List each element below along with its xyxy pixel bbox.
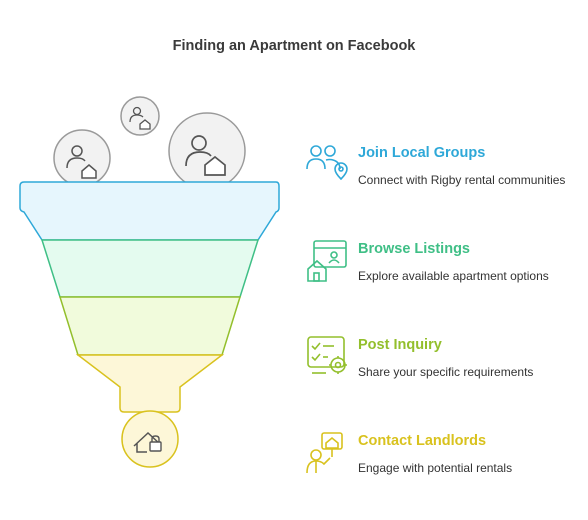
funnel-layer-3 [58,296,242,356]
person-house-icon [168,112,246,190]
step-description: Explore available apartment options [358,269,549,283]
funnel-diagram [19,96,280,468]
step-description: Connect with Rigby rental communities [358,173,566,187]
step-heading: Contact Landlords [358,433,487,449]
step-heading: Post Inquiry [358,337,442,353]
step-heading: Join Local Groups [358,145,486,161]
person-house-icon [120,96,160,136]
person-house-sign-icon [306,432,343,474]
person-house-icon [53,129,111,187]
step-description: Share your specific requirements [358,365,534,379]
step-post-inquiry: Post Inquiry Share your specific require… [304,336,584,397]
people-location-icon [306,145,348,181]
step-join-local-groups: Join Local Groups Connect with Rigby ren… [304,145,584,205]
funnel-layer-1 [19,181,280,241]
funnel-layer-2 [40,239,260,298]
funnel-layer-4 [75,354,225,413]
step-description: Engage with potential rentals [358,461,513,475]
step-contact-landlords: Contact Landlords Engage with potential … [304,432,584,493]
house-lock-icon [121,410,179,468]
step-heading: Browse Listings [358,241,470,257]
checklist-gear-icon [307,336,347,374]
listing-house-icon [307,240,347,282]
step-browse-listings: Browse Listings Explore available apartm… [304,240,584,301]
page-title: Finding an Apartment on Facebook [172,38,416,54]
